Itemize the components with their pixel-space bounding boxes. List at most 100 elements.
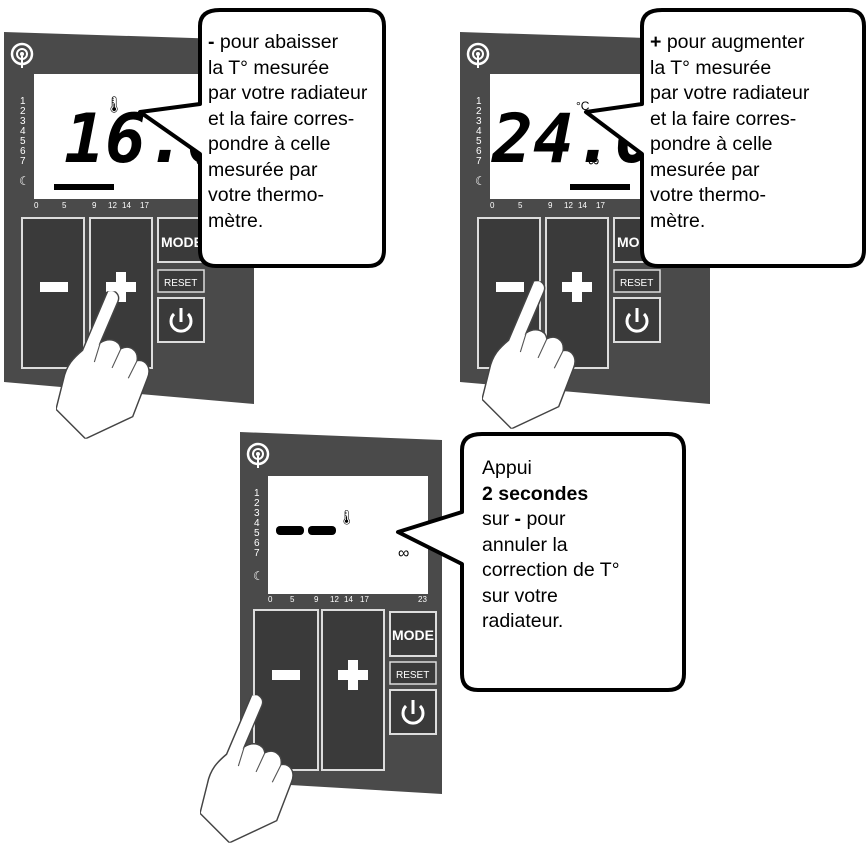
day-number: 4 — [20, 126, 26, 137]
callout-line: sur votre — [482, 584, 558, 607]
svg-text:14: 14 — [122, 201, 131, 210]
svg-text:2: 2 — [254, 498, 260, 509]
svg-text:7: 7 — [254, 548, 260, 559]
callout-line: correction de T° — [482, 559, 620, 581]
callout-step-2: + pour augmenter la T° mesurée par votre… — [582, 4, 868, 272]
svg-text:12: 12 — [330, 595, 339, 604]
link-icon: ∞ — [588, 153, 599, 170]
hand-pointer-icon — [56, 290, 174, 440]
reset-button[interactable] — [389, 661, 437, 685]
reset-button-label: RESET — [164, 278, 197, 289]
reset-button-label: RESET — [620, 278, 653, 289]
minus-icon — [272, 670, 300, 680]
svg-text:5: 5 — [476, 136, 482, 147]
hand-pointer-icon — [482, 280, 600, 430]
svg-text:6: 6 — [476, 146, 482, 157]
callout-line: et la faire corres- — [208, 107, 355, 130]
callout-line: votre thermo- — [650, 184, 766, 206]
day-number: 1 — [20, 96, 26, 107]
callout-line: mesurée par — [208, 158, 318, 181]
power-button[interactable] — [157, 297, 205, 343]
thermometer-icon: 🌡 — [338, 509, 356, 525]
speech-bubble — [584, 8, 866, 268]
minus-button[interactable] — [253, 609, 319, 771]
plus-icon — [562, 272, 592, 302]
power-button[interactable] — [613, 297, 661, 343]
callout-line: mètre. — [208, 209, 264, 232]
svg-text:5: 5 — [518, 201, 523, 210]
svg-text:0: 0 — [268, 595, 273, 604]
day-number: 3 — [20, 116, 26, 127]
callout-line: pondre à celle — [208, 133, 331, 155]
callout-line: pour augmenter — [666, 31, 805, 53]
svg-text:9: 9 — [314, 595, 319, 604]
mode-button[interactable] — [389, 611, 437, 657]
thermometer-icon: 🌡 — [104, 96, 124, 114]
reset-button-label: RESET — [396, 670, 429, 681]
plus-icon — [106, 272, 136, 302]
day-number: 5 — [20, 136, 26, 147]
svg-text:12: 12 — [564, 201, 573, 210]
day-numbers: 1 2 3 4 5 6 7 — [476, 96, 482, 167]
callout-line: radiateur. — [482, 610, 564, 632]
reset-button[interactable] — [157, 269, 205, 293]
svg-text:2: 2 — [476, 106, 482, 117]
svg-text:4: 4 — [254, 518, 260, 529]
day-numbers: 1 2 3 4 5 6 7 — [254, 488, 260, 559]
radio-signal-icon — [466, 42, 490, 68]
day-numbers: 1 2 3 4 5 6 7 — [20, 96, 26, 167]
minus-icon — [40, 282, 68, 292]
callout-line: pondre à celle — [650, 133, 773, 155]
callout-sign: - — [208, 31, 215, 53]
callout-line: Appui — [482, 457, 532, 479]
callout-word: sur — [482, 508, 510, 530]
svg-text:7: 7 — [476, 156, 482, 167]
day-number: 6 — [20, 146, 26, 157]
callout-word: pour — [526, 508, 566, 530]
callout-line: mesurée par — [650, 158, 760, 181]
callout-line: et la faire corres- — [650, 107, 797, 130]
moon-icon: ☾ — [253, 569, 264, 583]
svg-text:3: 3 — [476, 116, 482, 127]
callout-bold-line: 2 secondes — [482, 482, 589, 505]
svg-text:23: 23 — [418, 595, 427, 604]
callout-line: la T° mesurée — [208, 56, 330, 79]
svg-text:9: 9 — [92, 201, 97, 210]
mode-button[interactable] — [157, 217, 205, 263]
thermostat-panel-3: 1 2 3 4 5 6 7 ☾ 0 5 9 12 14 17 23 🌡 ∞ — [240, 432, 450, 802]
speech-bubble — [138, 8, 386, 268]
link-icon: ∞ — [398, 545, 409, 562]
callout-step-3: Appui 2 secondes sur - pour annuler la c… — [388, 428, 694, 698]
reset-button[interactable] — [613, 269, 661, 293]
callout-line: mètre. — [650, 209, 706, 232]
plus-icon — [338, 660, 368, 690]
power-icon — [169, 308, 193, 333]
svg-text:5: 5 — [254, 528, 260, 539]
callout-line: par votre radiateur — [650, 82, 810, 104]
svg-text:0: 0 — [34, 201, 39, 210]
callout-line: la T° mesurée — [650, 56, 772, 79]
thermostat-device: 1 2 3 4 5 6 7 ☾ 0 5 9 12 14 17 23 🌡 ∞ — [240, 432, 442, 794]
program-bars — [570, 184, 630, 190]
svg-text:9: 9 — [548, 201, 553, 210]
callout-step-1: - pour abaisser la T° mesurée par votre … — [130, 4, 390, 272]
radio-signal-icon — [10, 42, 34, 68]
hour-ticks: 0 5 9 12 14 17 — [490, 201, 605, 210]
callout-sign: + — [650, 31, 662, 53]
minus-icon — [496, 282, 524, 292]
svg-text:12: 12 — [108, 201, 117, 210]
callout-line: pour abaisser — [219, 31, 339, 53]
callout-line: votre thermo- — [208, 184, 324, 206]
svg-text:17: 17 — [360, 595, 369, 604]
callout-line: annuler la — [482, 533, 568, 556]
radio-signal-icon — [246, 442, 270, 468]
minus-button[interactable] — [21, 217, 85, 369]
svg-text:14: 14 — [578, 201, 587, 210]
svg-text:1: 1 — [254, 488, 260, 499]
svg-text:17: 17 — [140, 201, 149, 210]
svg-text:1: 1 — [476, 96, 482, 107]
callout-sign: - — [514, 508, 522, 530]
moon-icon: ☾ — [475, 174, 486, 188]
svg-text:14: 14 — [344, 595, 353, 604]
power-icon — [625, 308, 649, 333]
